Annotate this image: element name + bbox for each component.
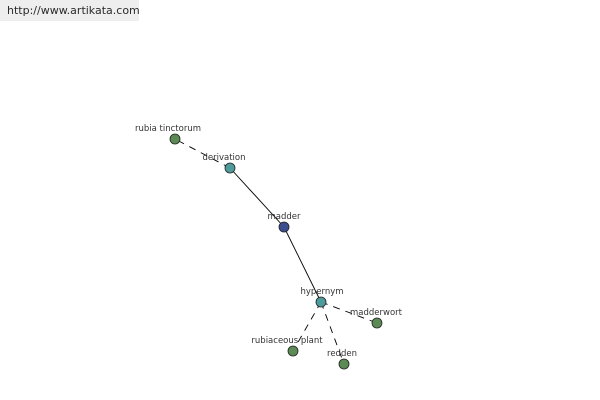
nodes-layer xyxy=(169,133,383,370)
node-madderwort[interactable] xyxy=(371,317,383,329)
edge-hypernym-redden xyxy=(320,301,345,365)
node-madder[interactable] xyxy=(278,221,290,233)
node-rubia[interactable] xyxy=(169,133,181,145)
node-label-hypernym[interactable]: hypernym xyxy=(300,287,343,297)
edges-layer xyxy=(174,138,378,365)
node-hypernym[interactable] xyxy=(315,296,327,308)
edge-hypernym-madderwort xyxy=(320,301,378,324)
node-redden[interactable] xyxy=(338,358,350,370)
edge-hypernym-rubiaceous xyxy=(292,301,322,352)
node-label-rubiaceous[interactable]: rubiaceous plant xyxy=(251,336,323,346)
edge-madder-hypernym xyxy=(283,226,322,303)
node-derivation[interactable] xyxy=(224,162,236,174)
node-label-rubia[interactable]: rubia tinctorum xyxy=(135,124,201,134)
edge-derivation-rubia xyxy=(174,138,231,169)
node-rubiaceous[interactable] xyxy=(287,345,299,357)
node-label-redden[interactable]: redden xyxy=(327,349,357,359)
node-label-derivation[interactable]: derivation xyxy=(202,153,245,163)
node-label-madderwort[interactable]: madderwort xyxy=(350,308,403,318)
labels-layer: rubia tinctorum derivation madder hypernym m… xyxy=(135,124,403,359)
url-text[interactable]: http://www.artikata.com xyxy=(7,4,140,17)
edge-derivation-madder xyxy=(229,167,285,228)
node-label-madder[interactable]: madder xyxy=(267,212,301,222)
url-banner[interactable]: http://www.artikata.com xyxy=(0,0,140,21)
